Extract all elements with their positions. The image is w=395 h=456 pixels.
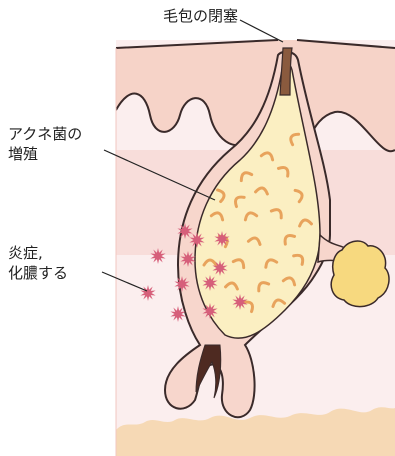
label-pore-blockage: 毛包の閉塞 [163,6,238,26]
label-bacteria-line1: アクネ菌の [8,124,82,144]
label-bacteria-line2: 増殖 [8,144,82,164]
leader-line-pore [240,20,283,42]
label-inflammation-line2: 化膿する [8,263,68,283]
label-bacteria-growth: アクネ菌の 増殖 [8,124,82,164]
label-inflammation-line1: 炎症, [8,243,68,263]
sebaceous-gland [331,241,389,307]
label-inflammation: 炎症, 化膿する [8,243,68,283]
skin-cross-section [116,40,395,456]
